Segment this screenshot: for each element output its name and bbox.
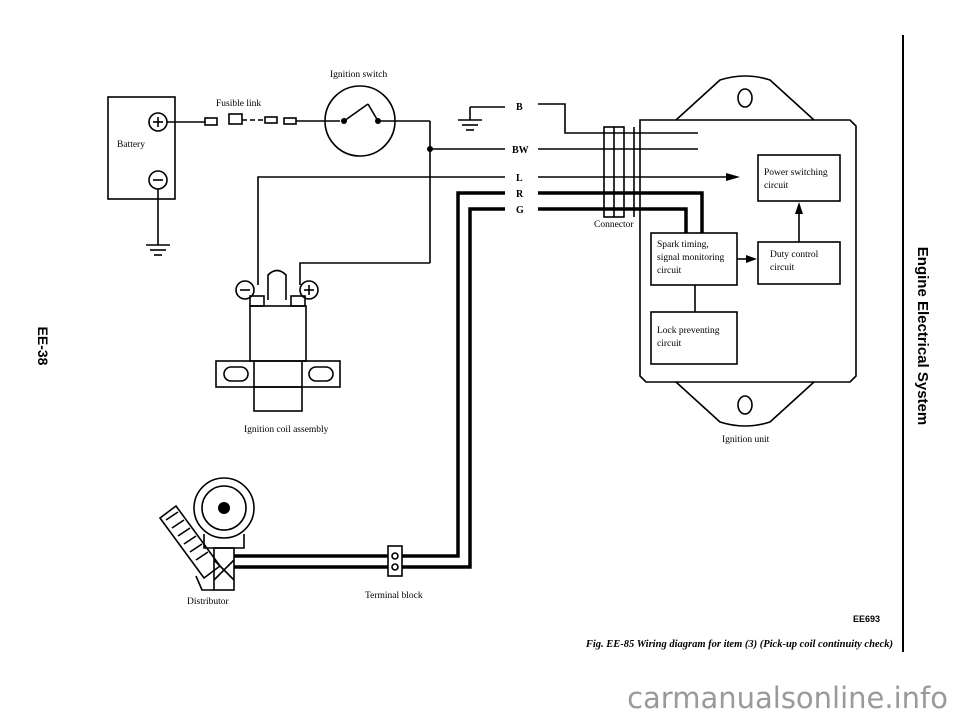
- lock-preventing-block: [650, 311, 738, 365]
- g-wire: [402, 207, 505, 569]
- figure-code: EE693: [853, 614, 880, 624]
- wire-label-g: G: [516, 205, 524, 216]
- ignition-unit: [639, 75, 857, 427]
- ignition-coil: [215, 269, 341, 412]
- battery: [107, 96, 176, 256]
- watermark: carmanualsonline.info: [627, 681, 948, 715]
- battery-label: Battery: [117, 140, 145, 150]
- spark-timing-line3: circuit: [657, 266, 682, 276]
- ignition-switch: [324, 85, 430, 157]
- distributor: [158, 477, 255, 591]
- connector: [603, 126, 635, 218]
- fusible-link-label: Fusible link: [216, 99, 261, 109]
- ground-symbol: [458, 106, 505, 131]
- coil-positive-wire: [299, 262, 430, 285]
- wire-label-b: B: [516, 102, 523, 113]
- ignition-unit-label: Ignition unit: [722, 435, 770, 445]
- duty-control-line1: Duty control: [770, 250, 819, 260]
- l-wire: [257, 176, 505, 285]
- r-wire-right: [538, 191, 704, 233]
- power-switching-line2: circuit: [764, 181, 789, 191]
- lock-preventing-line1: Lock preventing: [657, 326, 720, 336]
- terminal-block: [387, 545, 403, 577]
- spark-timing-line1: Spark timing,: [657, 240, 709, 250]
- b-wire-right: [538, 103, 698, 134]
- power-switching-block: [757, 154, 841, 202]
- section-title: Engine Electrical System: [914, 247, 931, 425]
- terminal-block-label: Terminal block: [365, 591, 423, 601]
- ignition-coil-label: Ignition coil assembly: [244, 425, 329, 435]
- duty-control-line2: circuit: [770, 263, 795, 273]
- figure-caption: Fig. EE-85 Wiring diagram for item (3) (…: [585, 639, 893, 650]
- ignition-switch-label: Ignition switch: [330, 70, 388, 80]
- r-wire: [402, 191, 505, 558]
- power-switching-line1: Power switching: [764, 168, 828, 178]
- wire-label-l: L: [516, 173, 523, 184]
- spark-timing-line2: signal monitoring: [657, 253, 725, 263]
- l-wire-arrow: [726, 173, 740, 181]
- wire-label-bw: BW: [512, 145, 529, 156]
- wire-label-r: R: [516, 189, 524, 200]
- distributor-label: Distributor: [187, 597, 230, 607]
- connector-label: Connector: [594, 220, 634, 230]
- lock-preventing-line2: circuit: [657, 339, 682, 349]
- page-code: EE-38: [35, 327, 51, 366]
- fusible-link: [167, 113, 340, 126]
- g-wire-right: [538, 207, 688, 233]
